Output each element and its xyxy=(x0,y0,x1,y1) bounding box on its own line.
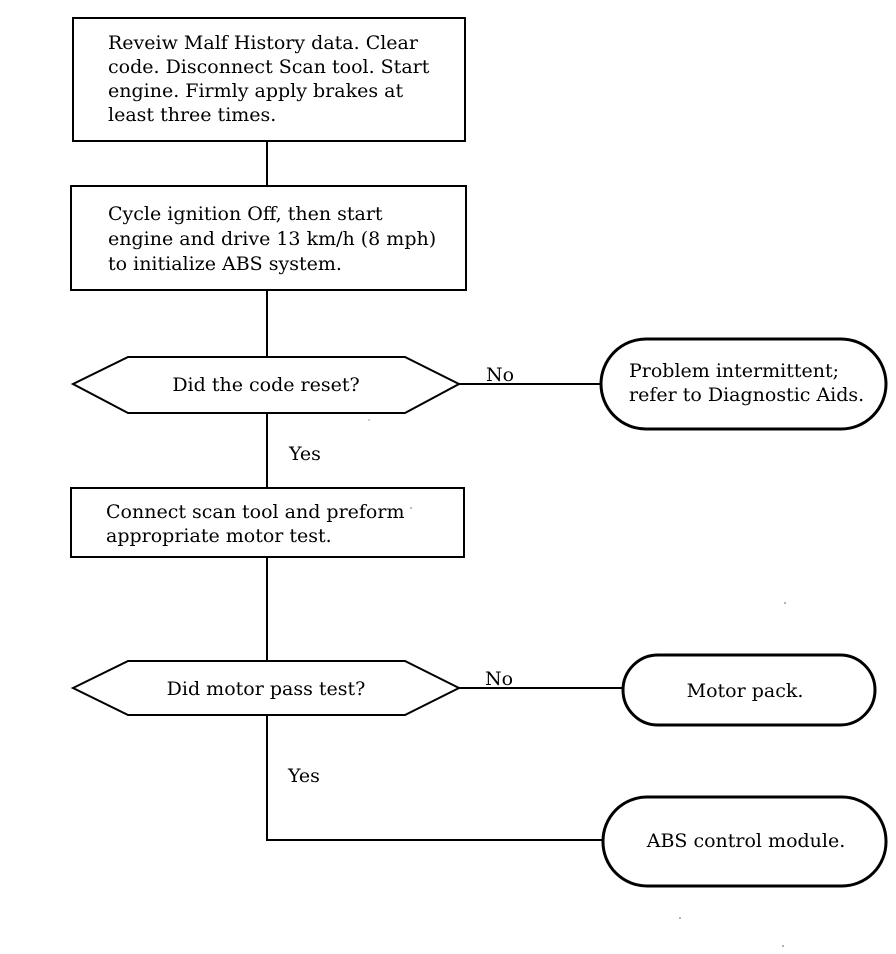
connector-motor-yes xyxy=(266,715,604,841)
label-reset-yes: Yes xyxy=(288,443,321,465)
step-review-malf-history: Reveiw Malf History data. Clear code. Di… xyxy=(72,17,466,142)
label-motor-no: No xyxy=(485,668,513,690)
outcome-problem-intermittent: Problem intermittent; refer to Diagnosti… xyxy=(599,337,888,431)
label-motor-yes: Yes xyxy=(287,765,320,787)
step-connect-line-2: appropriate motor test. xyxy=(106,525,332,547)
outcome-motor-pack-label: Motor pack. xyxy=(687,680,804,702)
outcome-intermittent-line-2: refer to Diagnostic Aids. xyxy=(629,384,864,406)
step-cycle-line-1: Cycle ignition Off, then start xyxy=(108,203,383,225)
decision-code-reset: Did the code reset? xyxy=(70,356,462,414)
outcome-abs-module-label: ABS control module. xyxy=(646,830,846,852)
step-cycle-line-2: engine and drive 13 km/h (8 mph) xyxy=(108,228,436,250)
label-reset-no: No xyxy=(486,364,514,386)
step-review-line-4: least three times. xyxy=(108,104,276,126)
step-connect-line-1: Connect scan tool and preform xyxy=(106,501,404,523)
step-connect-scan-tool: Connect scan tool and preform appropriat… xyxy=(70,487,465,558)
step-review-line-3: engine. Firmly apply brakes at xyxy=(108,80,403,102)
step-review-line-2: code. Disconnect Scan tool. Start xyxy=(108,56,430,78)
outcome-intermittent-line-1: Problem intermittent; xyxy=(629,360,839,382)
scan-specks xyxy=(368,419,786,947)
outcome-motor-pack: Motor pack. xyxy=(621,653,877,727)
decision-code-reset-question: Did the code reset? xyxy=(172,374,359,396)
step-cycle-line-3: to initialize ABS system. xyxy=(108,253,342,275)
decision-motor-pass-question: Did motor pass test? xyxy=(167,678,366,700)
step-cycle-ignition: Cycle ignition Off, then start engine an… xyxy=(70,185,467,291)
step-review-line-1: Reveiw Malf History data. Clear xyxy=(108,32,419,54)
outcome-abs-control-module: ABS control module. xyxy=(601,795,888,888)
decision-motor-pass: Did motor pass test? xyxy=(70,660,462,716)
